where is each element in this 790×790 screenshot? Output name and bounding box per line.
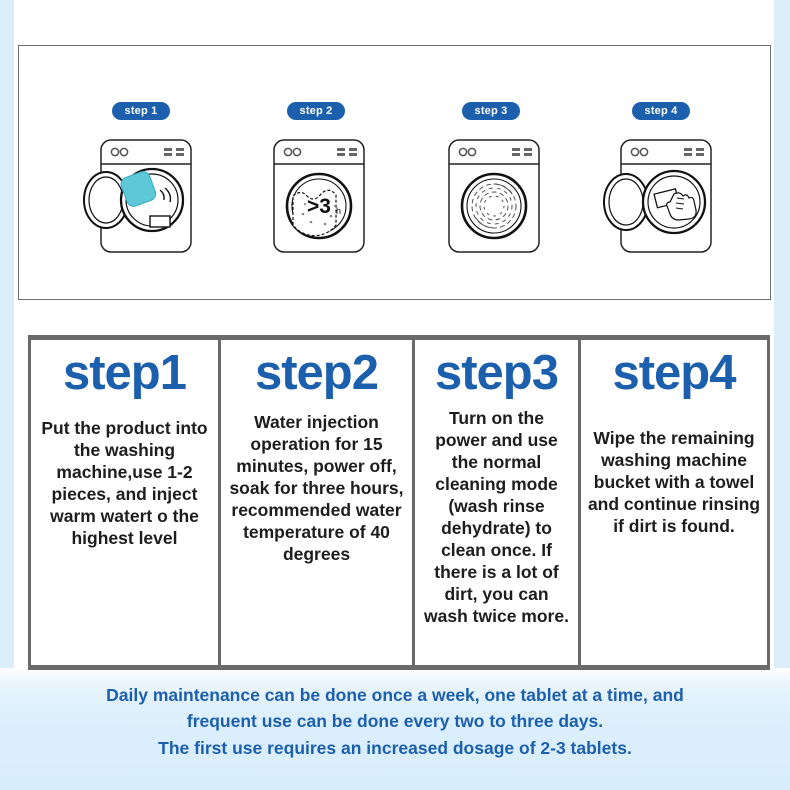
- step-title-4: step4: [612, 346, 736, 400]
- step-description-3: Turn on the power and use the normal cle…: [424, 407, 569, 627]
- usage-note-line-2: frequent use can be done every two to th…: [186, 711, 604, 732]
- illustration-step-1: step 1: [51, 102, 231, 292]
- step-title-3: step3: [434, 346, 559, 400]
- footer-background: [0, 668, 790, 790]
- soak-duration-unit: h: [336, 206, 341, 216]
- soak-duration-label: >3: [307, 195, 331, 218]
- step-description-4: Wipe the remaining washing machine bucke…: [587, 427, 761, 537]
- illustration-step-4: step 4: [571, 102, 751, 292]
- illustration-panel: step 1 step 2: [18, 45, 771, 300]
- washing-machine-spin-icon: [401, 128, 581, 268]
- washing-machine-wipe-icon: [571, 128, 751, 268]
- step-title-2: step2: [254, 346, 379, 400]
- step-column-3: step3 Turn on the power and use the norm…: [412, 340, 578, 665]
- steps-table: step1 Put the product into the washing m…: [28, 335, 770, 670]
- step-column-2: step2 Water injection operation for 15 m…: [218, 340, 412, 665]
- step-badge-4: step 4: [632, 102, 690, 120]
- washing-machine-soak-icon: >3 h: [226, 128, 406, 268]
- step-badge-1: step 1: [112, 102, 170, 120]
- step-column-1: step1 Put the product into the washing m…: [28, 340, 218, 665]
- washing-machine-insert-tablet-icon: [51, 128, 231, 268]
- step-badge-3: step 3: [462, 102, 520, 120]
- usage-note-line-3: The first use requires an increased dosa…: [158, 737, 632, 758]
- step-badge-2: step 2: [287, 102, 345, 120]
- step-title-1: step1: [62, 346, 187, 400]
- illustration-step-3: step 3: [401, 102, 581, 292]
- step-description-2: Water injection operation for 15 minutes…: [229, 411, 404, 565]
- step-column-4: step4 Wipe the remaining washing machine…: [578, 340, 770, 665]
- usage-note-line-1: Daily maintenance can be done once a wee…: [106, 685, 684, 705]
- step-description-1: Put the product into the washing machine…: [41, 417, 208, 549]
- illustration-step-2: step 2 >3 h: [226, 102, 406, 292]
- usage-note: Daily maintenance can be done once a wee…: [0, 682, 790, 761]
